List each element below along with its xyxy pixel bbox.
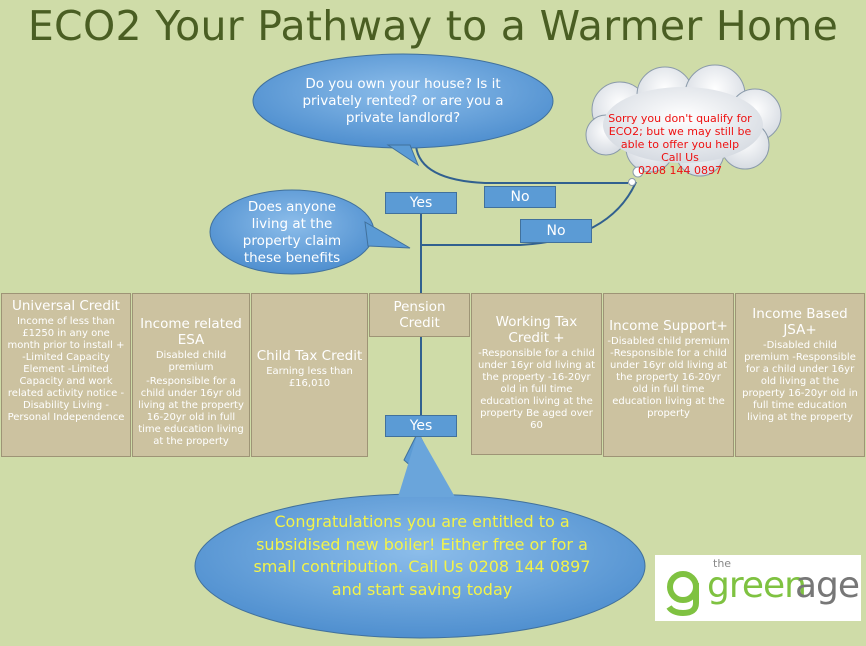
category-child-tax-credit: Child Tax Credit Earning less than £16,0… — [251, 293, 368, 457]
ownership-question-bubble — [252, 53, 554, 167]
page-title: ECO2 Your Pathway to a Warmer Home — [27, 2, 839, 50]
category-title: Income Based JSA+ — [752, 306, 848, 338]
ownership-question-text: Do you own your house? Is it privately r… — [302, 76, 504, 126]
category-details: -Responsible for a child under 16yr old … — [138, 376, 244, 447]
result-bubble — [194, 430, 646, 639]
category-details: -Disabled child premium -Responsible for… — [607, 336, 730, 419]
category-pension-credit: Pension Credit — [369, 293, 470, 337]
cloud-call-text: Call Us — [661, 151, 699, 164]
category-working-tax-credit: Working Tax Credit + -Responsible for a … — [471, 293, 602, 455]
category-title: Pension Credit — [393, 299, 446, 331]
category-details: -Responsible for a child under 16yr old … — [478, 348, 595, 431]
logo-green-text: green — [707, 565, 807, 606]
greenage-logo-image — [666, 571, 699, 617]
not-qualify-cloud — [585, 64, 782, 186]
category-universal-credit: Universal Credit Income of less than £12… — [1, 293, 131, 457]
cloud-message-text: Sorry you don't qualify for ECO2; but we… — [608, 112, 752, 151]
category-details: -Disabled child premium -Responsible for… — [742, 340, 858, 423]
category-title: Universal Credit — [12, 298, 120, 314]
yes-button-top[interactable]: Yes — [385, 192, 457, 214]
category-details: Income of less than £1250 in any one mon… — [7, 316, 125, 423]
category-title: Child Tax Credit — [256, 348, 363, 364]
logo-age-text: age — [795, 565, 860, 606]
cloud-phone-text: 0208 144 0897 — [638, 164, 722, 177]
category-subtitle: Disabled child premium — [155, 350, 227, 373]
no-button-top[interactable]: No — [484, 186, 556, 208]
connector-line — [415, 145, 628, 184]
benefits-question-text: Does anyone living at the property claim… — [242, 199, 342, 266]
category-income-based-jsa: Income Based JSA+ -Disabled child premiu… — [735, 293, 865, 457]
no-button-second[interactable]: No — [520, 219, 592, 243]
category-title: Income related ESA — [140, 316, 242, 348]
cloud-message: Sorry you don't qualify for ECO2; but we… — [596, 112, 764, 177]
category-income-related-esa: Income related ESA Disabled child premiu… — [132, 293, 250, 457]
greenage-logo: the green age — [655, 555, 861, 621]
category-income-support: Income Support+ -Disabled child premium … — [603, 293, 734, 457]
yes-button-bottom[interactable]: Yes — [385, 415, 457, 437]
category-details: Earning less than £16,010 — [266, 366, 353, 389]
category-title: Income Support+ — [609, 318, 728, 334]
category-title: Working Tax Credit + — [495, 314, 578, 346]
result-text: Congratulations you are entitled to a su… — [253, 512, 591, 599]
logo-small-text: the — [713, 557, 732, 570]
benefits-question-bubble — [209, 189, 411, 275]
